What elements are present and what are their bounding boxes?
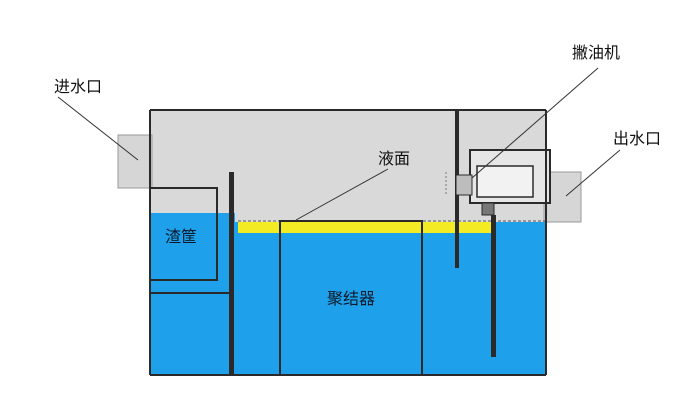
inlet-label: 进水口	[54, 77, 102, 96]
slag-basket-label: 渣筐	[165, 227, 197, 246]
skimmer-outlet-nozzle	[481, 202, 495, 216]
water-top-left	[150, 213, 235, 223]
skimmer-label: 撇油机	[572, 43, 620, 62]
outlet-leader-line	[565, 149, 621, 197]
oil-layer	[238, 222, 494, 233]
inlet-leader-line	[57, 96, 139, 161]
liquid-level-leader-line	[295, 168, 389, 221]
outlet-standpipe	[491, 215, 496, 357]
liquid-level-label: 液面	[378, 149, 410, 168]
coalescer-label: 聚结器	[327, 289, 375, 308]
skimmer-leader-line	[471, 67, 599, 179]
skimmer-bracket	[455, 174, 473, 196]
skimmer-motor	[476, 165, 534, 198]
slag-basket-outline	[150, 187, 218, 281]
baffle-left	[229, 172, 234, 375]
inlet-pipe	[117, 134, 153, 189]
outlet-label: 出水口	[613, 129, 661, 148]
